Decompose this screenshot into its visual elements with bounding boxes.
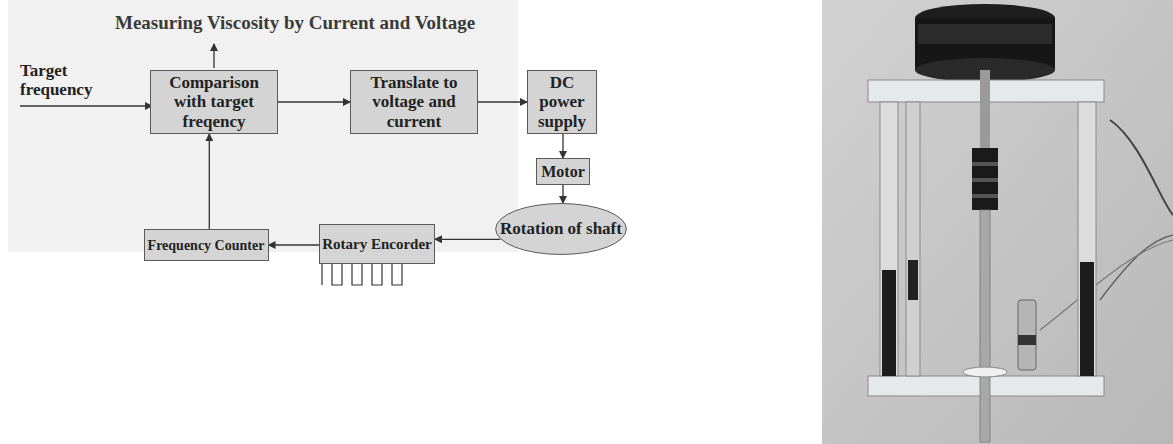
node-text: Translate to voltage and current [351, 73, 477, 130]
flow-arrow [269, 244, 320, 245]
input-arrow [20, 105, 152, 106]
process-box: DC power supply [527, 70, 597, 134]
device-photo [822, 0, 1173, 444]
process-box: Rotary Encorder [319, 224, 435, 264]
node-text: Frequency Counter [148, 238, 265, 254]
output-arrow [213, 44, 214, 68]
process-box: Motor [536, 158, 590, 185]
process-box: Translate to voltage and current [350, 70, 478, 134]
process-box: Comparison with target freqency [150, 70, 278, 134]
node-text: Rotation of shaft [500, 219, 622, 238]
flow-arrow [209, 134, 210, 229]
process-box: Frequency Counter [144, 229, 269, 261]
flow-arrow [562, 185, 563, 203]
node-text: Comparison with target freqency [151, 73, 277, 130]
node-text: Motor [541, 163, 585, 181]
node-text: DC power supply [528, 73, 596, 130]
flow-arrow [562, 134, 563, 158]
node-text: Rotary Encorder [322, 236, 432, 253]
pulse-wave [322, 263, 402, 285]
diagram-title: Measuring Viscosity by Current and Volta… [115, 12, 475, 34]
input-label: Target frequency [20, 62, 130, 99]
flow-arrow [435, 239, 500, 240]
flow-arrow [478, 101, 527, 102]
process-ellipse: Rotation of shaft [495, 203, 627, 255]
title-panel [8, 0, 518, 252]
flow-arrow [278, 101, 350, 102]
